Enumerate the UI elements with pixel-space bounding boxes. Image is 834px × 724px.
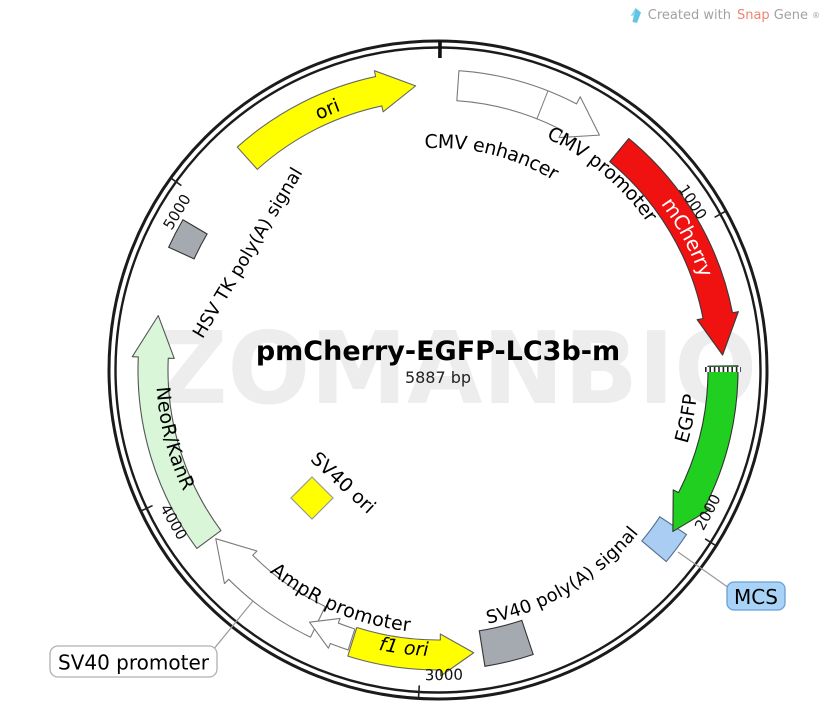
tick-5000 <box>170 177 182 187</box>
sv40-promoter-callout-line <box>212 600 254 651</box>
feature-layer <box>131 70 742 677</box>
brand-gene: Gene <box>773 7 808 23</box>
brand-snap: Snap <box>736 7 770 23</box>
snapgene-logo-icon <box>630 8 641 23</box>
plasmid-length: 5887 bp <box>405 368 471 387</box>
feature-sv40-polya-signal[interactable] <box>478 619 534 667</box>
tick-1000 <box>714 210 726 218</box>
feature-f1-ori[interactable] <box>347 626 475 677</box>
registered-mark: ® <box>812 10 820 20</box>
feature-sv40-promoter[interactable] <box>215 538 326 638</box>
tick-4000 <box>140 504 153 512</box>
tick-label-3000: 3000 <box>425 666 464 685</box>
feature-sv40-ori[interactable] <box>290 476 334 520</box>
sv40-promoter-callout-text[interactable]: SV40 promoter <box>58 651 210 675</box>
credit-text: Created with <box>647 7 731 23</box>
feature-cmv-enhancer-promoter-divider <box>536 90 549 119</box>
watermark-text: ZOMANBIO <box>157 310 757 427</box>
tick-3000 <box>417 685 421 698</box>
plasmid-backbone <box>107 39 769 701</box>
callout-layer: MCS SV40 promoter <box>49 551 786 678</box>
backbone-inner-circle <box>114 46 762 694</box>
sv40-promoter-callout-box[interactable] <box>49 645 218 678</box>
mcs-callout-box[interactable] <box>726 581 786 611</box>
feature-mcherry[interactable] <box>609 137 739 356</box>
mcs-callout-text[interactable]: MCS <box>734 585 778 609</box>
feature-ori[interactable] <box>236 70 417 170</box>
mcs-callout-line <box>677 551 730 589</box>
plasmid-title: pmCherry-EGFP-LC3b-m <box>256 336 620 367</box>
tick-2000 <box>704 538 717 547</box>
feature-hsv-tk-polya-signal[interactable] <box>167 219 208 260</box>
feature-neor-kanr[interactable] <box>131 315 222 549</box>
feature-ampr-promoter[interactable] <box>308 617 356 651</box>
backbone-outer-circle <box>107 39 769 701</box>
feature-egfp[interactable] <box>672 365 739 532</box>
feature-cmv-enhancer-promoter[interactable] <box>456 70 600 139</box>
